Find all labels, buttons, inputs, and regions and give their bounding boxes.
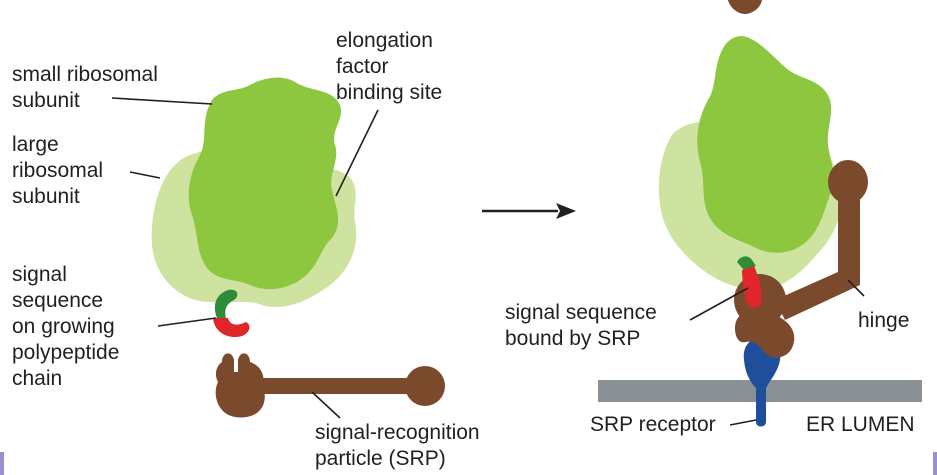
label-hinge: hinge bbox=[858, 309, 910, 332]
srp-top-knob bbox=[828, 160, 868, 204]
leader-small-subunit bbox=[111, 97, 213, 105]
label-large-subunit: large ribosomal subunit bbox=[12, 133, 104, 208]
small-ribosomal-subunit-right bbox=[697, 36, 834, 253]
srp-arm bbox=[775, 190, 860, 320]
srp-stem bbox=[252, 378, 412, 394]
leader-large-subunit bbox=[129, 171, 161, 179]
label-elongation-site: elongation factor binding site bbox=[336, 29, 443, 104]
bound-ribosome bbox=[658, 0, 842, 290]
leader-srp-receptor bbox=[729, 419, 757, 426]
leader-signal-sequence bbox=[157, 317, 217, 327]
srp-knob bbox=[405, 366, 445, 406]
free-ribosome bbox=[151, 77, 357, 308]
leader-lines bbox=[111, 97, 865, 426]
label-er-lumen: ER LUMEN bbox=[806, 413, 915, 436]
leader-elongation-site bbox=[335, 109, 379, 197]
srp-head bbox=[215, 353, 265, 418]
signal-sequence-right bbox=[737, 256, 762, 308]
signal-sequence-left bbox=[213, 289, 250, 338]
label-srp: signal-recognition particle (SRP) bbox=[315, 421, 480, 470]
srp-receptor bbox=[743, 337, 781, 427]
label-small-subunit: small ribosomal subunit bbox=[12, 63, 158, 112]
leader-signal-bound bbox=[689, 287, 749, 321]
small-ribosomal-subunit-left bbox=[188, 77, 342, 290]
label-signal-sequence: signal sequence on growing polypeptide c… bbox=[12, 263, 120, 390]
top-srp-fragment bbox=[728, 0, 762, 14]
leader-hinge bbox=[847, 279, 865, 297]
membrane-complex bbox=[598, 337, 922, 427]
srp-particle bbox=[215, 353, 445, 418]
right-edge-bar bbox=[933, 452, 937, 475]
srp-lower-head bbox=[735, 309, 795, 358]
left-edge-bar bbox=[0, 452, 4, 475]
label-signal-bound: signal sequence bound by SRP bbox=[505, 301, 657, 350]
leader-srp bbox=[311, 391, 341, 419]
label-srp-receptor: SRP receptor bbox=[590, 413, 716, 436]
transition-arrow bbox=[482, 203, 576, 219]
